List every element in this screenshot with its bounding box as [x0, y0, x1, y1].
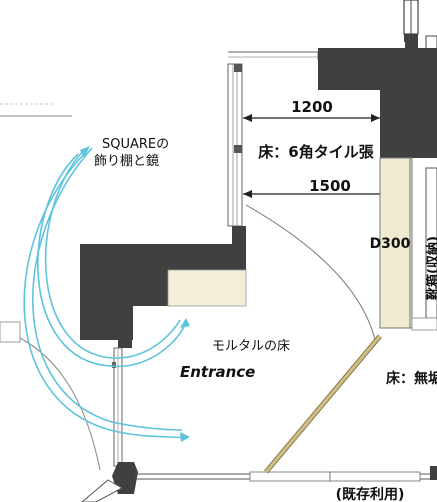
- arrow-head-start-a: [80, 146, 90, 158]
- bottom-left-door: [81, 479, 124, 502]
- arrow-head-entrance: [180, 432, 190, 442]
- diagonal-beam-fill: [264, 335, 382, 473]
- bottom-right-post: [430, 466, 437, 480]
- bottom-window-right: [329, 471, 421, 482]
- door-swing-arc: [245, 204, 377, 345]
- top-window-sill: [404, 34, 418, 42]
- bottom-window: [249, 471, 331, 482]
- left-door-arc: [19, 337, 101, 471]
- floor-right-label: 床：無垢: [386, 370, 437, 387]
- mortar-floor-label: モルタルの床: [212, 339, 290, 354]
- floor-tile-label: 床：6角タイル張: [258, 143, 374, 161]
- window-post-1: [234, 64, 242, 72]
- display-shelf-wall: [80, 226, 246, 340]
- right-floor-strip: [411, 317, 437, 331]
- wall-outline-upper: [228, 51, 319, 60]
- entrance-label: Entrance: [180, 363, 255, 381]
- existing-use-label: (既存利用): [336, 486, 405, 502]
- shelf-counter: [167, 269, 247, 307]
- arrow-head-shelf: [180, 318, 190, 328]
- square-label-line2: 飾り棚と鏡: [94, 154, 159, 169]
- dim-arrow-top-left: [243, 114, 252, 122]
- shoe-cabinet: [379, 157, 413, 329]
- flow-arrows: [23, 147, 187, 439]
- shelf-post: [118, 340, 132, 348]
- cabinet-depth-label: D300: [370, 236, 411, 252]
- arrow-to-entrance-b: [32, 147, 183, 431]
- dim-arrow-top-right: [371, 114, 380, 122]
- dimension-1500-label: 1500: [309, 177, 351, 195]
- window-post-2: [234, 145, 242, 153]
- vertical-storage-label: 靴箱(収納): [425, 236, 437, 300]
- glass-partition-knob: [112, 362, 116, 368]
- square-label-line1: SQUAREの: [102, 137, 169, 152]
- dimension-1200-label: 1200: [291, 98, 333, 116]
- wall-block-right: [318, 40, 437, 158]
- dim-arrow-bottom-left: [243, 190, 252, 198]
- arrow-to-entrance-a: [23, 151, 187, 439]
- left-door-frame: [0, 321, 21, 343]
